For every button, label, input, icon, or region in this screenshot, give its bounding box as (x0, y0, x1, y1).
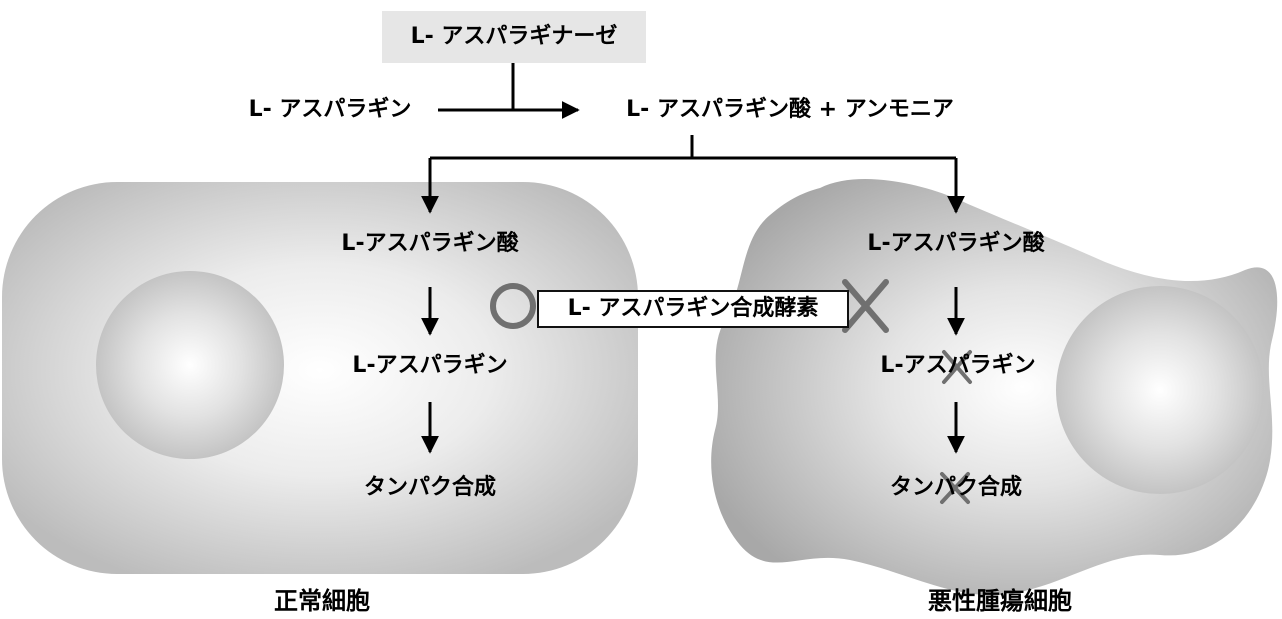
tumor-cell-nucleus (1056, 286, 1264, 494)
blocked-protein-cross (940, 472, 970, 504)
enzyme-box (382, 11, 646, 63)
blocked-asparagine-cross (942, 350, 972, 384)
tumor-cell (711, 179, 1278, 596)
synthase-label: L- アスパラギン合成酵素 (567, 296, 819, 321)
synthase-box (537, 290, 849, 328)
normal-step-protein-synthesis: タンパク合成 (363, 475, 497, 500)
substrate-label: L- アスパラギン (248, 97, 412, 122)
enzyme-label: L- アスパラギナーゼ (410, 24, 618, 49)
active-circle-mark (490, 283, 536, 329)
tumor-step-aspartate: L-アスパラギン酸 (867, 231, 1045, 256)
normal-step-aspartate: L-アスパラギン酸 (341, 231, 519, 256)
tumor-step-asparagine: L-アスパラギン (880, 353, 1036, 378)
tumor-step-protein-synthesis: タンパク合成 (889, 475, 1023, 500)
normal-cell-nucleus (96, 271, 284, 459)
product-label: L- アスパラギン酸 + アンモニア (626, 97, 954, 122)
normal-step-asparagine: L-アスパラギン (352, 353, 508, 378)
normal-cell-caption: 正常細胞 (274, 587, 370, 615)
inactive-cross-mark (842, 279, 889, 333)
tumor-cell-caption: 悪性腫瘍細胞 (928, 587, 1072, 615)
